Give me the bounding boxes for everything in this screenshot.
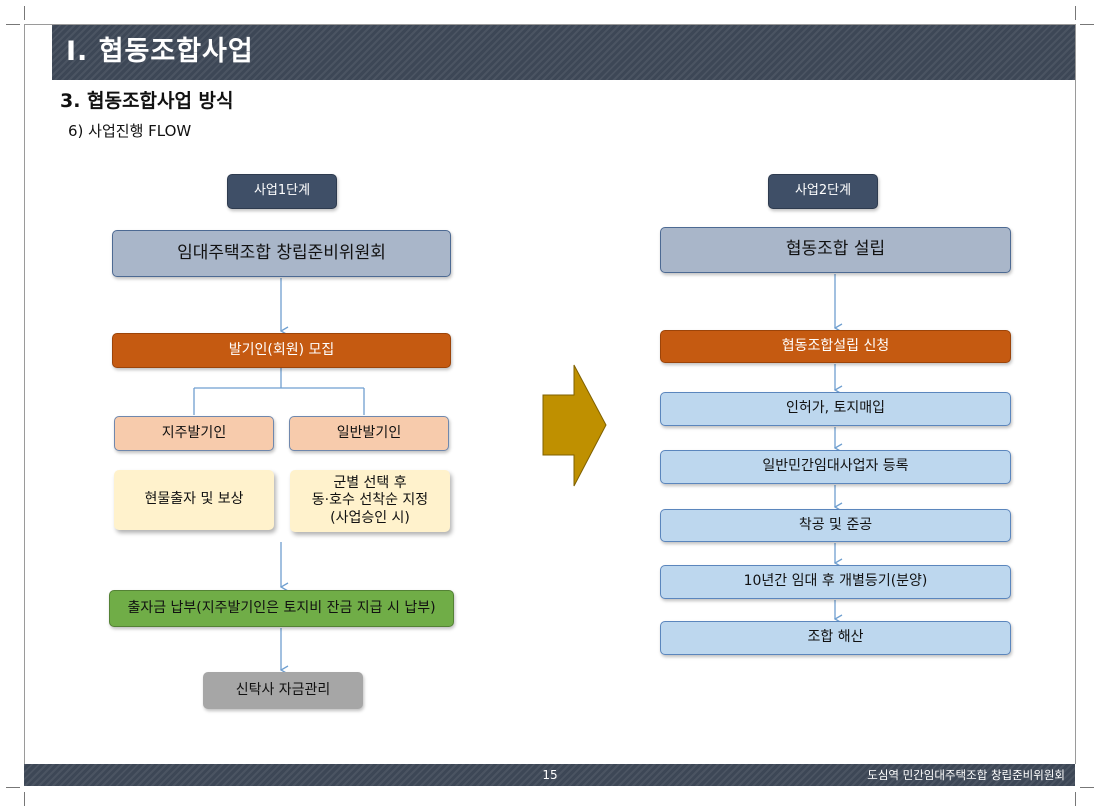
general-detail-line: 동·호수 선착순 지정 (311, 492, 429, 509)
general-detail-line: 군별 선택 후 (333, 474, 407, 491)
footer-bar (24, 764, 1075, 786)
general-box: 일반발기인 (289, 416, 449, 451)
stage2-step: 인허가, 토지매입 (660, 392, 1011, 426)
stage2-step: 조합 해산 (660, 621, 1011, 655)
section-subtitle: 6) 사업진행 FLOW (68, 122, 192, 140)
big-right-arrow (542, 364, 607, 487)
stage2-step: 10년간 임대 후 개별등기(분양) (660, 565, 1011, 599)
landowner-box: 지주발기인 (114, 416, 274, 451)
crop-mark (1080, 24, 1094, 25)
section-title: 3. 협동조합사업 방식 (60, 90, 234, 112)
page-border-left (24, 24, 25, 764)
stage1-label: 사업1단계 (227, 174, 337, 209)
trust-box: 신탁사 자금관리 (203, 672, 363, 709)
crop-mark (24, 6, 25, 20)
crop-mark (6, 24, 20, 25)
page-border-top (24, 24, 1076, 25)
page-title: Ⅰ. 협동조합사업 (66, 36, 254, 67)
stage2-step: 착공 및 준공 (660, 509, 1011, 542)
general-detail-line: (사업승인 시) (330, 509, 410, 526)
crop-mark (1075, 792, 1076, 806)
general-detail-box: 군별 선택 후 동·호수 선착순 지정 (사업승인 시) (290, 470, 450, 532)
crop-mark (1075, 6, 1076, 20)
crop-mark (1080, 787, 1094, 788)
header-bar (52, 25, 1075, 80)
stage2-step: 협동조합설립 신청 (660, 330, 1011, 363)
landowner-detail-box: 현물출자 및 보상 (114, 470, 274, 530)
page-number: 15 (542, 768, 558, 782)
payment-box: 출자금 납부(지주발기인은 토지비 잔금 지급 시 납부) (109, 590, 454, 627)
crop-mark (24, 792, 25, 806)
stage1-main-box: 임대주택조합 창립준비위원회 (112, 230, 451, 277)
stage2-label: 사업2단계 (768, 174, 878, 209)
stage2-main-box: 협동조합 설립 (660, 227, 1011, 273)
page-border-right (1075, 24, 1076, 764)
recruit-box: 발기인(회원) 모집 (112, 333, 451, 368)
stage2-step: 일반민간임대사업자 등록 (660, 450, 1011, 484)
crop-mark (6, 787, 20, 788)
footer-org-name: 도심역 민간임대주택조합 창립준비위원회 (867, 768, 1065, 782)
